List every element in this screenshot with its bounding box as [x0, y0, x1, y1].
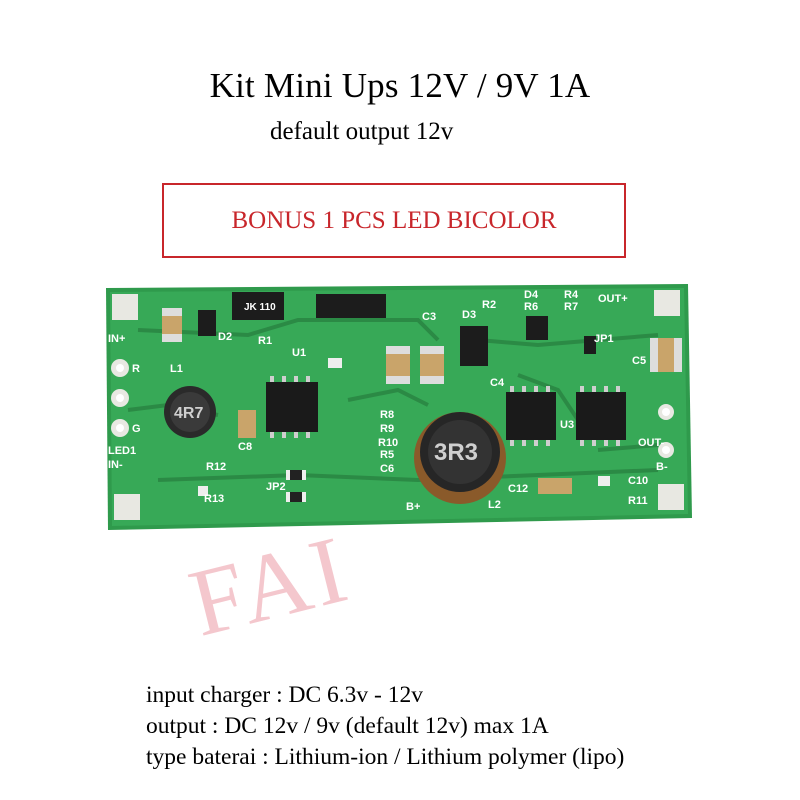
label-c10: C10	[628, 475, 648, 487]
smd-parts	[198, 292, 596, 366]
label-r9: R9	[380, 423, 394, 435]
inductor-l2: 3R3	[414, 412, 506, 504]
label-c12: C12	[508, 483, 528, 495]
ic-chips	[266, 376, 626, 446]
resistors	[198, 358, 610, 502]
label-u1: U1	[292, 347, 306, 359]
label-d3: D3	[462, 309, 476, 321]
label-c8: C8	[238, 441, 252, 453]
label-r: R	[132, 363, 140, 375]
spec-output: output : DC 12v / 9v (default 12v) max 1…	[146, 713, 549, 739]
label-r1: R1	[258, 335, 272, 347]
left-holes	[111, 359, 129, 437]
diode-marking: JK 110	[244, 302, 276, 313]
label-c3: C3	[422, 311, 436, 323]
label-r12: R12	[206, 461, 226, 473]
label-jp2: JP2	[266, 481, 286, 493]
label-r6: R6	[524, 301, 538, 313]
pcb-surface	[110, 288, 688, 526]
label-r11: R11	[628, 495, 648, 507]
spec-input-charger: input charger : DC 6.3v - 12v	[146, 682, 423, 708]
label-r5: R5	[380, 449, 394, 461]
label-c4: C4	[490, 377, 505, 389]
label-out-minus: OUT-	[638, 437, 665, 449]
label-in-plus: IN+	[108, 333, 125, 345]
label-b-minus: B-	[656, 461, 668, 473]
spec-battery-type: type baterai : Lithium-ion / Lithium pol…	[146, 744, 625, 770]
page-title: Kit Mini Ups 12V / 9V 1A	[209, 66, 591, 105]
label-jp1: JP1	[594, 333, 614, 345]
label-r7: R7	[564, 301, 578, 313]
pcb-board-photo: JK 110 4R7 3R3	[98, 280, 694, 542]
label-g: G	[132, 423, 141, 435]
label-r2: R2	[482, 299, 496, 311]
label-d4: D4	[524, 289, 539, 301]
inductor-l1-marking: 4R7	[174, 405, 203, 422]
capacitors	[162, 308, 682, 494]
subtitle: default output 12v	[270, 118, 454, 145]
label-c5: C5	[632, 355, 646, 367]
inductor-l1: 4R7	[164, 386, 216, 438]
label-r13: R13	[204, 493, 224, 505]
label-r4: R4	[564, 289, 579, 301]
label-r10: R10	[378, 437, 398, 449]
label-b-plus: B+	[406, 501, 420, 513]
label-r8: R8	[380, 409, 394, 421]
label-u3: U3	[560, 419, 574, 431]
bonus-text: BONUS 1 PCS LED BICOLOR	[231, 206, 557, 234]
right-holes	[658, 404, 674, 458]
label-l2: L2	[488, 499, 501, 511]
spec-list: input charger : DC 6.3v - 12v output : D…	[146, 680, 624, 773]
label-d2: D2	[218, 331, 232, 343]
pcb-board-illustration: JK 110 4R7 3R3	[106, 284, 692, 530]
inductor-l2-marking: 3R3	[434, 439, 478, 466]
label-l1: L1	[170, 363, 183, 375]
label-c6: C6	[380, 463, 394, 475]
label-led1: LED1	[108, 445, 136, 457]
label-in-minus: IN-	[108, 459, 123, 471]
bonus-banner: BONUS 1 PCS LED BICOLOR	[162, 183, 626, 258]
label-out-plus: OUT+	[598, 293, 628, 305]
corner-pads	[112, 290, 684, 520]
